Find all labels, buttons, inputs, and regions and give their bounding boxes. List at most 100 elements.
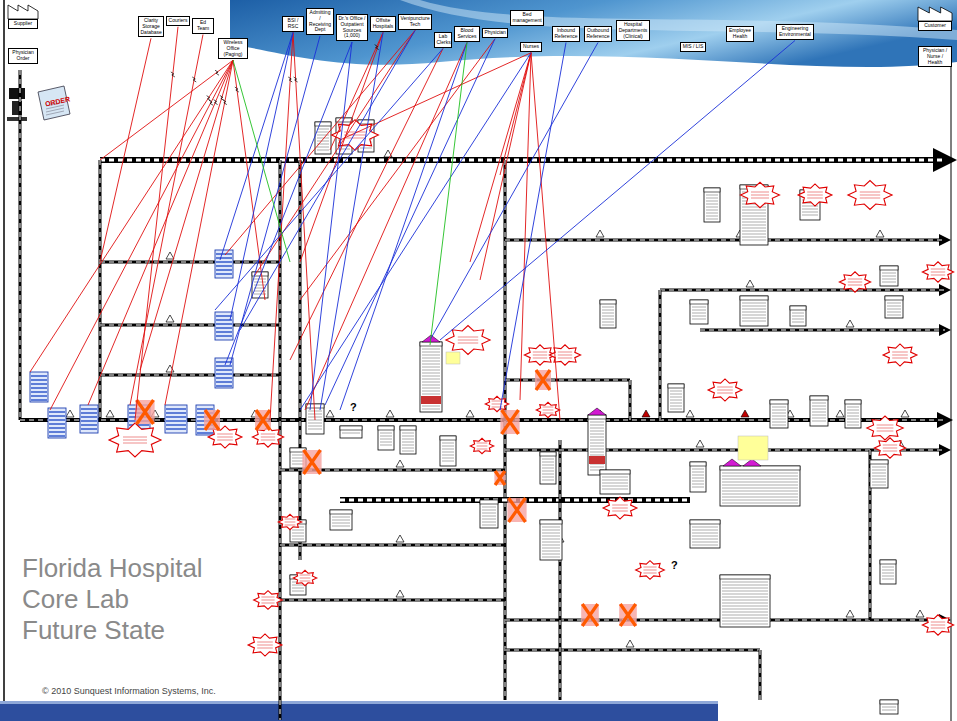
process-box: [540, 452, 556, 484]
entity-label: MIS / LIS: [683, 44, 704, 50]
kaizen-burst: [922, 615, 953, 635]
inventory-triangle: [166, 252, 174, 259]
inventory-triangle: [686, 410, 694, 417]
process-box: [690, 462, 706, 492]
push-arrow-dash: [660, 290, 945, 291]
process-box: [690, 520, 720, 548]
push-arrow: [280, 544, 505, 547]
frame-line: [951, 62, 952, 721]
push-arrow: [299, 160, 302, 560]
blue-process-box: [215, 250, 233, 278]
push-arrow: [659, 290, 662, 420]
entity-label: BSI / RSC: [285, 18, 302, 30]
electronic-flow-tick: [209, 100, 213, 105]
push-arrow-dash: [660, 290, 661, 420]
entity-label: Physician: [485, 30, 506, 36]
factory-box: Customer: [918, 21, 952, 31]
kaizen-burst: [248, 634, 282, 656]
information-line: [100, 60, 233, 160]
push-arrow-dash: [100, 375, 280, 376]
blue-process-box: [215, 312, 233, 340]
blue-process-box: [80, 405, 98, 433]
push-arrow: [280, 599, 505, 602]
electronic-flow-tick: [235, 87, 239, 92]
kaizen-burst: [254, 591, 283, 610]
push-arrow-dash: [20, 420, 945, 421]
information-line: [100, 38, 151, 262]
removed-mark: [619, 604, 637, 626]
process-box: [315, 122, 331, 154]
push-arrow: [759, 650, 762, 700]
process-box: [340, 426, 362, 438]
information-line: [430, 43, 467, 346]
entity-box: Physician / Nurse / Health: [918, 46, 952, 67]
electronic-flow-tick: [192, 77, 196, 82]
question-mark: ?: [350, 402, 357, 413]
footer-strip: [0, 701, 718, 704]
entity-box: Inbound Reference: [552, 26, 580, 42]
inventory-triangle: [66, 410, 74, 417]
information-line: [225, 42, 352, 365]
removed-mark: [135, 400, 154, 424]
process-box: [704, 188, 720, 222]
entity-label: Outbound Reference: [587, 28, 610, 40]
inventory-triangle: [846, 610, 854, 617]
information-line: [270, 33, 293, 421]
kaizen-burst: [293, 570, 316, 585]
entity-box: Blood Services: [454, 26, 480, 42]
entity-box: Bed management: [510, 10, 544, 26]
kaizen-burst: [708, 379, 742, 401]
push-arrow-dash: [280, 545, 505, 546]
entity-box: Dr.'s Office / Outpatient Sources (1,000…: [336, 14, 368, 41]
entity-box: Ed Team: [192, 18, 214, 34]
information-line: [500, 53, 531, 175]
entity-label: Physician / Nurse / Health: [921, 48, 950, 65]
process-box: [600, 300, 616, 328]
electronic-flow-tick: [294, 77, 298, 82]
push-arrow: [629, 380, 632, 420]
information-line: [215, 49, 443, 311]
entity-box: Admitting / Receiving Dept: [306, 8, 334, 35]
push-arrow-dash: [760, 650, 761, 700]
highlight-rows: [421, 396, 441, 404]
information-line: [293, 33, 315, 421]
inventory-triangle: [384, 150, 392, 157]
entity-label: Couriers: [169, 18, 188, 24]
push-arrow-dash: [20, 70, 21, 420]
electronic-flow-tick: [215, 70, 219, 75]
push-arrow: [505, 379, 630, 382]
process-box: [720, 466, 800, 506]
blue-process-box: [48, 408, 66, 438]
kaizen-burst: [332, 120, 379, 151]
information-line: [300, 39, 495, 300]
factory-box: Supplier: [8, 19, 38, 29]
entity-box: Outbound Reference: [584, 26, 612, 42]
entity-label: Hospital Departments (Clinical): [619, 22, 648, 39]
information-line: [480, 53, 531, 280]
inventory-triangle: [396, 590, 404, 597]
push-arrow: [20, 418, 945, 422]
entity-label: Nurses: [523, 44, 540, 50]
push-arrow-dash: [280, 600, 505, 601]
push-arrow-dash: [505, 650, 760, 651]
entity-label: Supplier: [11, 21, 36, 27]
inventory-triangle: [106, 410, 114, 417]
kaizen-burst: [636, 561, 665, 580]
information-line: [310, 42, 352, 410]
entity-label: Inbound Reference: [555, 28, 578, 40]
kaizen-burst: [839, 272, 870, 292]
information-line: [531, 53, 560, 420]
push-arrow: [100, 374, 280, 377]
process-box: [330, 510, 352, 530]
push-arrow: [99, 160, 102, 420]
inventory-triangle: [876, 230, 884, 237]
header-band: [230, 0, 957, 67]
electronic-flow-tick: [207, 96, 211, 101]
entity-box: Wireless Office (Paging): [218, 38, 248, 59]
kaizen-burst: [603, 497, 637, 519]
inventory-triangle: [596, 230, 604, 237]
inventory-triangle: [846, 320, 854, 327]
inventory-triangle-red: [741, 410, 749, 417]
information-line: [430, 43, 598, 341]
entity-label: Dr.'s Office / Outpatient Sources (1,000…: [339, 16, 366, 39]
